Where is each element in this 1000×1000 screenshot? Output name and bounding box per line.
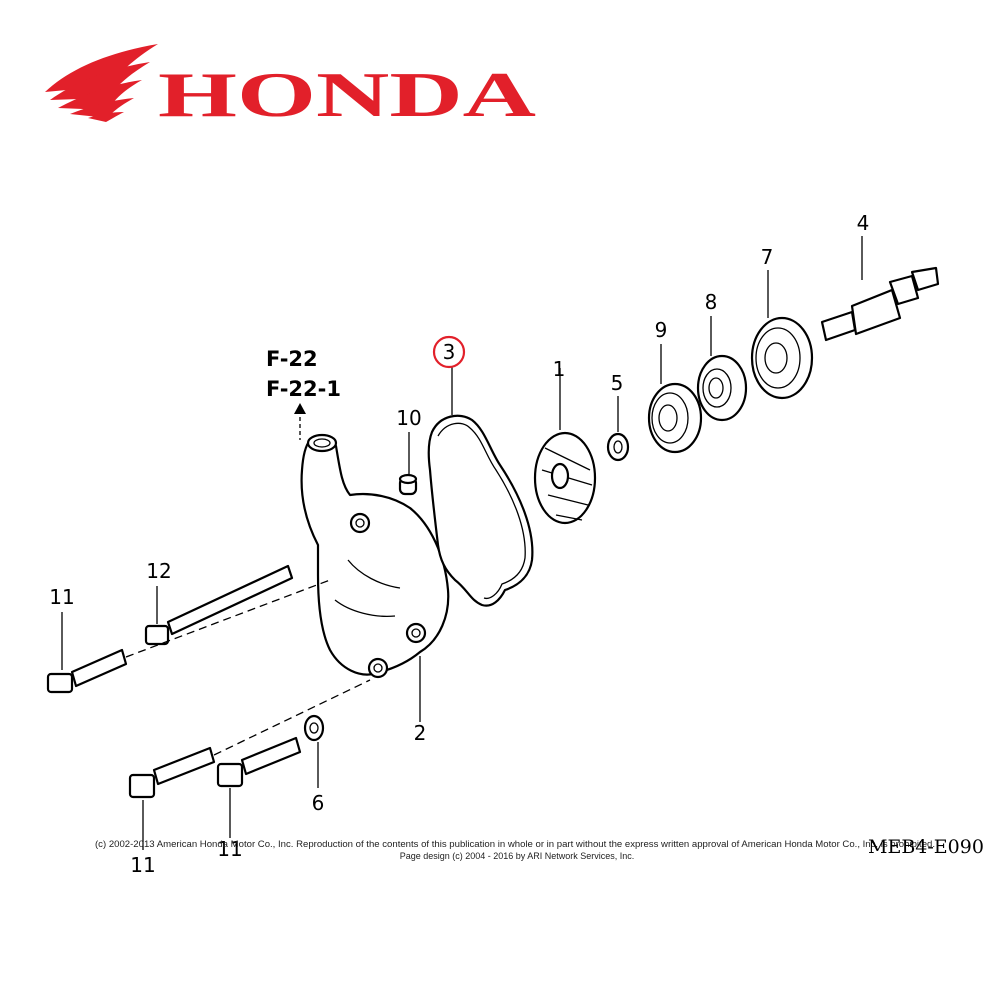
reference-line-2: F-22-1: [266, 377, 341, 401]
callout-3[interactable]: 3: [443, 340, 456, 364]
callout-3-highlight-ring: [432, 335, 466, 369]
reference-line-1: F-22: [266, 347, 318, 371]
part-impeller: [533, 431, 597, 525]
part-oil-seal: [696, 354, 748, 422]
part-pump-shaft: [820, 266, 940, 342]
callout-5[interactable]: 5: [611, 371, 624, 395]
callout-11-upper[interactable]: 11: [49, 585, 74, 609]
part-dowel-pin: [398, 473, 418, 496]
callout-12[interactable]: 12: [146, 559, 171, 583]
part-washer: [606, 432, 630, 462]
footer-page-design: Page design (c) 2004 - 2016 by ARI Netwo…: [400, 851, 635, 861]
diagram-code: MEB4-E090: [868, 836, 984, 858]
callout-4[interactable]: 4: [857, 211, 870, 235]
part-bolt-12-long: [144, 564, 294, 646]
honda-wing-logo-icon: [45, 44, 158, 122]
callout-11-lower-right[interactable]: 11: [217, 837, 242, 861]
callout-8[interactable]: 8: [705, 290, 718, 314]
part-bolt-11-lower-right: [216, 736, 302, 788]
brand-name: HONDA: [158, 59, 536, 130]
part-bolt-11-lower-left: [128, 746, 216, 799]
callout-1[interactable]: 1: [553, 357, 566, 381]
part-washer-6: [303, 714, 325, 742]
part-water-pump-cover: [300, 433, 450, 679]
reference-arrow-icon: [294, 403, 306, 440]
footer-copyright: (c) 2002-2013 American Honda Motor Co., …: [95, 839, 935, 849]
callout-10[interactable]: 10: [396, 406, 421, 430]
alignment-lines: [125, 579, 371, 756]
part-bearing-large: [750, 316, 814, 400]
callout-9[interactable]: 9: [655, 318, 668, 342]
part-bolt-11-upper: [46, 648, 128, 694]
part-gasket: [427, 414, 534, 607]
callout-6[interactable]: 6: [312, 791, 325, 815]
part-bearing-small: [647, 382, 703, 454]
leader-lines: [61, 236, 863, 850]
callout-2[interactable]: 2: [414, 721, 427, 745]
callout-11-lower-left[interactable]: 11: [130, 853, 155, 877]
callout-7[interactable]: 7: [761, 245, 774, 269]
